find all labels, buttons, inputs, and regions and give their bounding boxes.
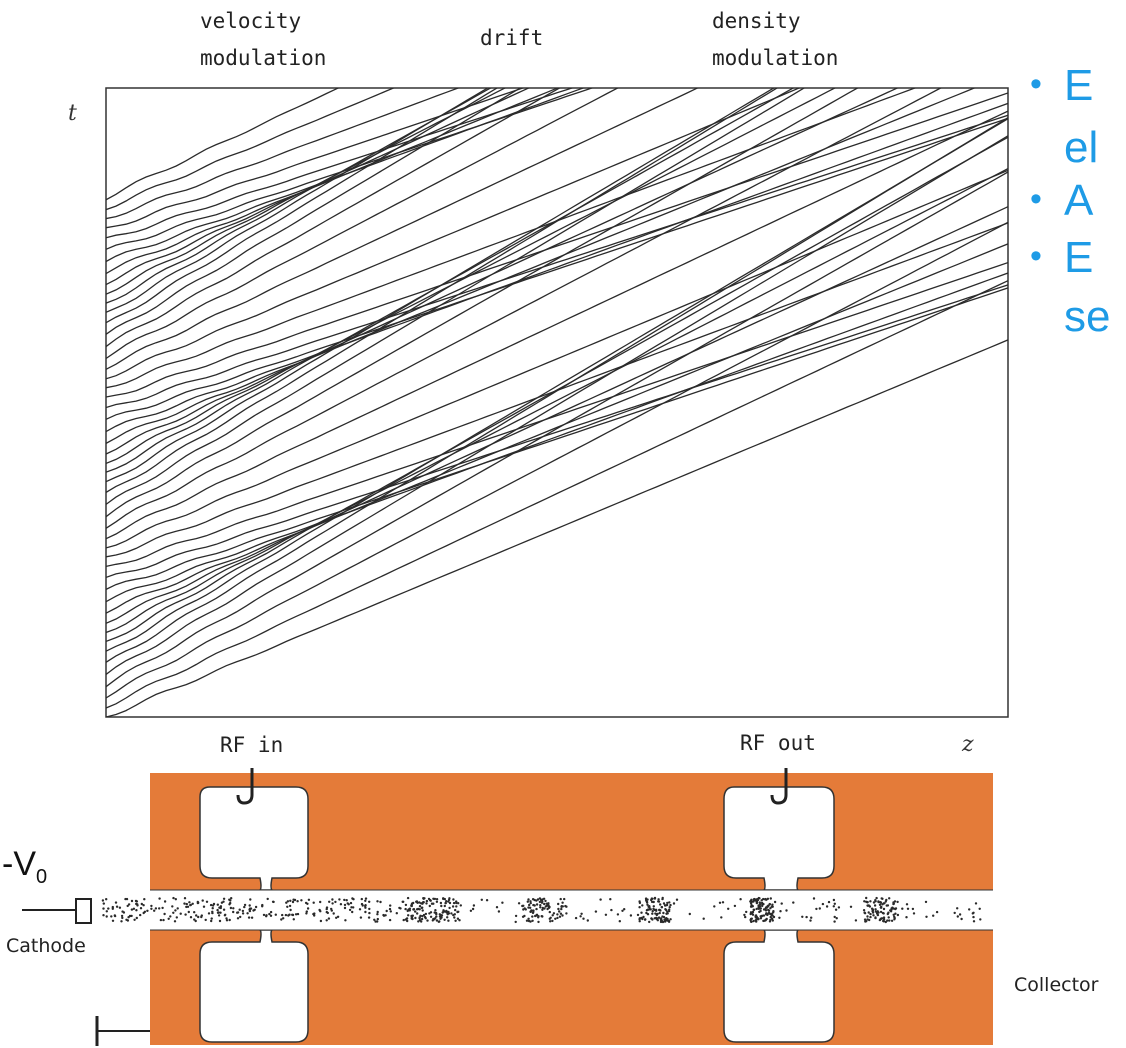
trajectory-line: [106, 272, 1008, 603]
trajectory-line: [106, 88, 561, 348]
trajectory-line: [106, 92, 1008, 398]
trajectory-line: [106, 243, 1008, 614]
trajectory-line: [106, 222, 1008, 558]
input-cavity-lower: [199, 929, 309, 1043]
trajectory-line: [106, 88, 801, 380]
trajectory-line: [106, 168, 1008, 634]
trajectory-line: [106, 110, 1008, 540]
trajectory-line: [106, 88, 620, 360]
trajectory-line: [106, 88, 499, 324]
bullet-1-line1: E: [1064, 61, 1093, 110]
trajectory-line: [106, 88, 489, 313]
input-cavity-upper: [199, 786, 309, 891]
voltage-label: -V0: [2, 845, 47, 888]
trajectory-line: [106, 88, 531, 286]
trajectory-line: [106, 88, 917, 389]
trajectory-line: [106, 88, 976, 444]
trajectory-line: [106, 171, 1008, 688]
trajectory-line: [106, 88, 837, 465]
density-label-line2: modulation: [712, 46, 838, 70]
trajectory-line: [106, 284, 1008, 579]
velocity-label-line2: modulation: [200, 46, 326, 70]
output-cavity-lower: [723, 929, 835, 1043]
bullet-dot-2: •: [1030, 180, 1042, 218]
t-axis-label: t: [68, 101, 77, 126]
trajectory-line: [106, 88, 779, 493]
beam-channel: [150, 890, 993, 930]
trajectory-line: [106, 169, 1008, 549]
trajectory-line: [106, 88, 507, 295]
trajectory-line: [106, 135, 1008, 676]
drift-label: drift: [480, 26, 543, 50]
density-label-line1: density: [712, 9, 801, 33]
bullet-2-line1: A: [1064, 176, 1094, 225]
trajectory-line: [106, 102, 1008, 433]
trajectory-line: [106, 88, 560, 275]
cathode-assembly: [22, 898, 92, 924]
electron-trajectories: [106, 88, 1008, 717]
trajectory-line: [106, 261, 1008, 568]
trajectory-line: [106, 339, 1008, 717]
trajectory-line: [106, 88, 522, 335]
cathode-symbol: [75, 898, 92, 924]
trajectory-line: [106, 206, 1008, 624]
trajectory-line: [106, 88, 396, 211]
bullet-dot-3: •: [1030, 237, 1042, 275]
bullet-3-line1: E: [1064, 233, 1093, 282]
bullet-dot-1: •: [1030, 65, 1042, 103]
trajectory-line: [106, 88, 795, 473]
rf-out-label: RF out: [740, 731, 816, 755]
trajectory-line: [106, 280, 1008, 709]
bullet-3-line2: se: [1064, 292, 1110, 341]
trajectory-line: [106, 88, 776, 483]
trajectory-line: [106, 88, 700, 370]
trajectory-line: [106, 88, 340, 201]
z-axis-label: z: [961, 732, 974, 757]
collector-label: Collector: [1014, 974, 1099, 996]
bullet-list: • E el • A • E se: [1030, 61, 1110, 341]
rf-in-label: RF in: [220, 733, 283, 757]
bullet-1-line2: el: [1064, 123, 1098, 172]
trajectory-line: [106, 88, 574, 239]
trajectory-line: [106, 114, 1008, 409]
cathode-label: Cathode: [6, 935, 86, 957]
electron-bunches: [101, 896, 982, 924]
rf-in-coupling-loop: [236, 768, 254, 805]
trajectory-line: [106, 221, 1008, 699]
collector-lead: [95, 1016, 150, 1046]
trajectory-line: [106, 287, 1008, 590]
trajectory-line: [106, 88, 859, 518]
trajectory-line: [106, 118, 1008, 652]
trajectory-line: [106, 88, 461, 220]
trajectory-line: [106, 117, 1008, 420]
trajectory-line: [106, 88, 586, 263]
klystron-body: [150, 768, 993, 1045]
trajectory-line: [106, 88, 594, 250]
trajectory-line: [106, 88, 525, 229]
trajectory-line: [106, 88, 943, 529]
trajectory-line: [106, 88, 806, 505]
velocity-label-line1: velocity: [200, 9, 301, 33]
rf-out-coupling-loop: [770, 768, 788, 805]
